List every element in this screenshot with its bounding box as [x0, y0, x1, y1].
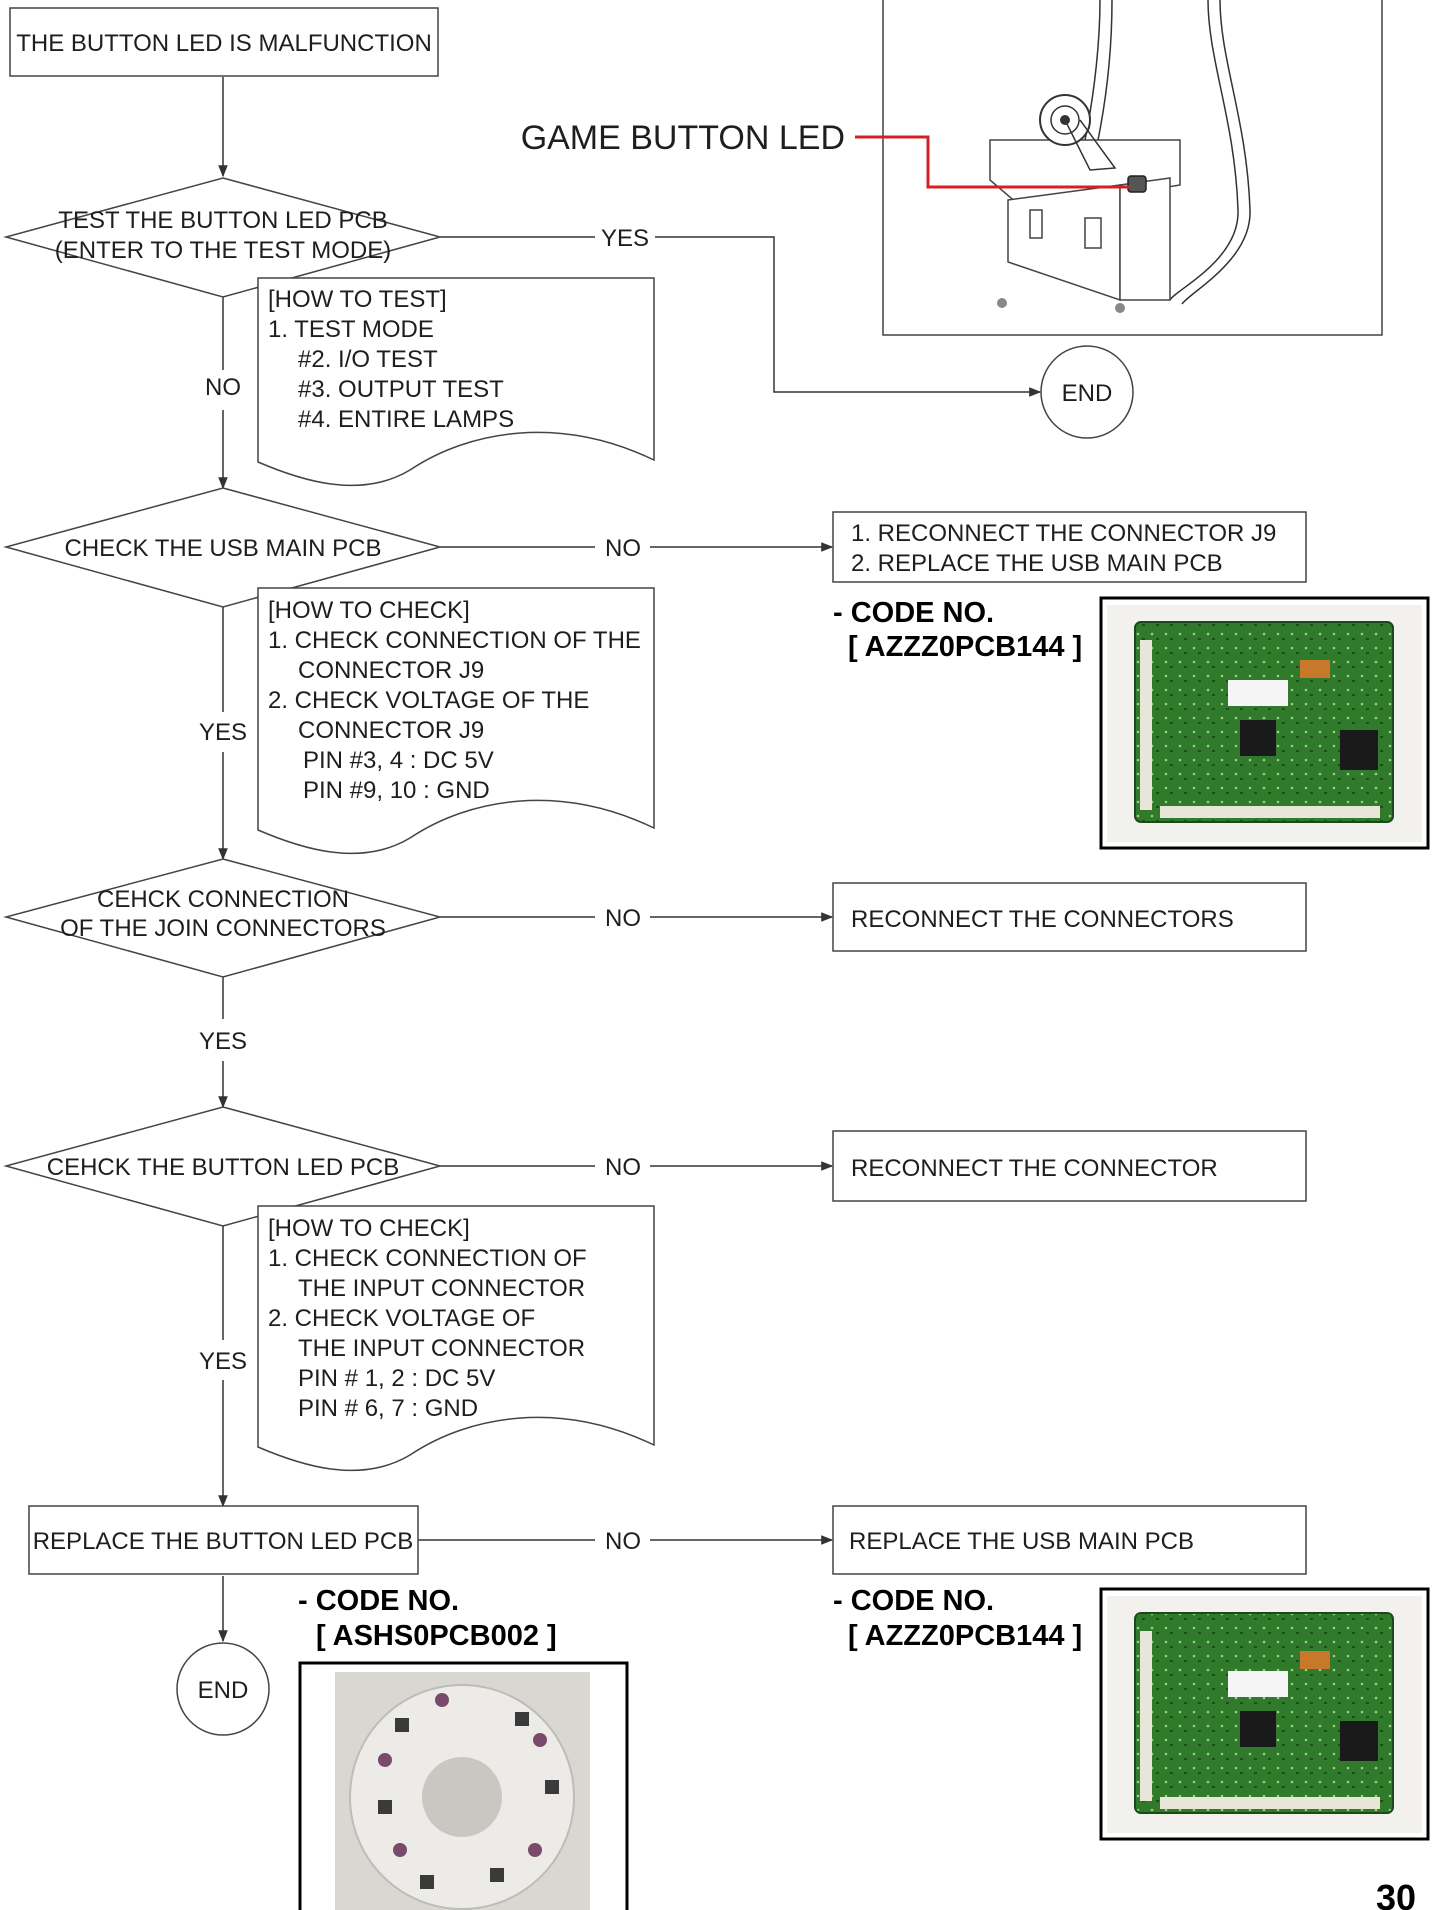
button-led-pcb-photo: [300, 1663, 627, 1910]
process-replace-button-label: REPLACE THE BUTTON LED PCB: [33, 1528, 414, 1555]
note-how-to-test-line: 1. TEST MODE: [268, 316, 434, 343]
note-usb-line: 2. CHECK VOLTAGE OF THE: [268, 687, 589, 714]
note-button-line: THE INPUT CONNECTOR: [298, 1335, 585, 1362]
decision-check-join-label-1: CEHCK CONNECTION: [97, 886, 349, 913]
note-how-to-test-line: #4. ENTIRE LAMPS: [298, 406, 514, 433]
cabinet-base-side: [1120, 178, 1170, 300]
decision-check-usb-label: CHECK THE USB MAIN PCB: [65, 535, 382, 562]
action-usb-line-1: 1. RECONNECT THE CONNECTOR J9: [851, 520, 1276, 547]
note-usb-line: PIN #9, 10 : GND: [303, 777, 490, 804]
edge-label-yes: YES: [199, 1348, 247, 1375]
button-code: [ ASHS0PCB002 ]: [316, 1620, 557, 1652]
decision-check-button-label: CEHCK THE BUTTON LED PCB: [47, 1154, 400, 1181]
note-button-line: PIN # 1, 2 : DC 5V: [298, 1365, 495, 1392]
note-usb-line: PIN #3, 4 : DC 5V: [303, 747, 494, 774]
note-usb-line: CONNECTOR J9: [298, 657, 484, 684]
edge-label-no: NO: [605, 905, 641, 932]
note-usb-line: CONNECTOR J9: [298, 717, 484, 744]
action-reconnect-connectors: RECONNECT THE CONNECTORS: [851, 906, 1234, 933]
edge-label-no: NO: [605, 1528, 641, 1555]
cabinet-illustration: [883, 0, 1382, 335]
usb-code-2: [ AZZZ0PCB144 ]: [848, 1620, 1082, 1652]
button-code-label: - CODE NO.: [298, 1585, 459, 1617]
note-button-line: PIN # 6, 7 : GND: [298, 1395, 478, 1422]
cabinet-callout-label: GAME BUTTON LED: [521, 119, 845, 157]
note-how-to-test-line: [HOW TO TEST]: [268, 286, 447, 313]
decision-test-led-label-2: (ENTER TO THE TEST MODE): [55, 237, 392, 264]
action-replace-usb: REPLACE THE USB MAIN PCB: [849, 1528, 1194, 1555]
edge-label-no: NO: [605, 1154, 641, 1181]
note-usb-line: 1. CHECK CONNECTION OF THE: [268, 627, 641, 654]
note-button-line: 2. CHECK VOLTAGE OF: [268, 1305, 535, 1332]
decision-check-join-label-2: OF THE JOIN CONNECTORS: [60, 915, 386, 942]
usb-code-1: [ AZZZ0PCB144 ]: [848, 631, 1082, 663]
game-button-led-icon: [1128, 176, 1146, 192]
edge-label-no: NO: [605, 535, 641, 562]
usb-code-label-1: - CODE NO.: [833, 597, 994, 629]
note-button-line: 1. CHECK CONNECTION OF: [268, 1245, 587, 1272]
usb-pcb-photo-1: [1101, 598, 1428, 848]
usb-pcb-photo-2: [1101, 1589, 1428, 1839]
page-number: 30: [1376, 1877, 1416, 1910]
edge-label-yes: YES: [199, 719, 247, 746]
note-how-to-test-line: #3. OUTPUT TEST: [298, 376, 504, 403]
edge-label-yes: YES: [601, 225, 649, 252]
end-label-1: END: [1062, 380, 1113, 407]
note-usb-line: [HOW TO CHECK]: [268, 597, 470, 624]
note-button-line: [HOW TO CHECK]: [268, 1215, 470, 1242]
note-how-to-test-line: #2. I/O TEST: [298, 346, 438, 373]
action-reconnect-connector: RECONNECT THE CONNECTOR: [851, 1155, 1218, 1182]
end-label-2: END: [198, 1677, 249, 1704]
note-button-line: THE INPUT CONNECTOR: [298, 1275, 585, 1302]
edge-label-yes: YES: [199, 1028, 247, 1055]
usb-code-label-2: - CODE NO.: [833, 1585, 994, 1617]
action-usb-line-2: 2. REPLACE THE USB MAIN PCB: [851, 550, 1223, 577]
edge-label-no: NO: [205, 374, 241, 401]
start-label: THE BUTTON LED IS MALFUNCTION: [16, 30, 432, 57]
decision-test-led-label-1: TEST THE BUTTON LED PCB: [58, 207, 387, 234]
